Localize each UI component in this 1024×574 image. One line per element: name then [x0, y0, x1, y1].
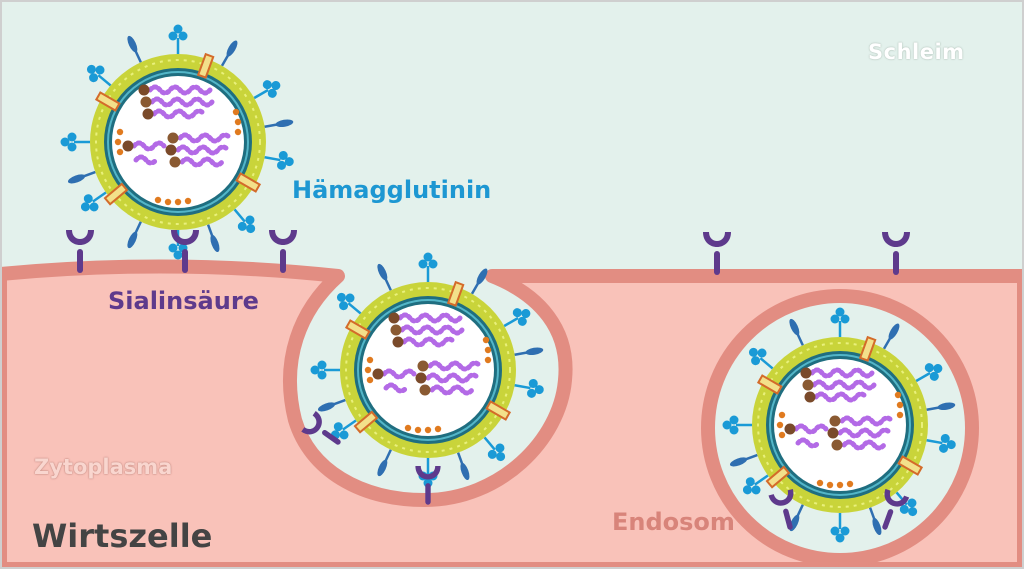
mucus-label: Schleim [868, 40, 965, 64]
hemagglutinin-label: Hämagglutinin [292, 176, 492, 204]
endosome-label: Endosom [612, 508, 735, 536]
sialic-acid-label: Sialinsäure [108, 287, 259, 315]
cytoplasm-label: Zytoplasma [34, 455, 173, 479]
host-cell-label: Wirtszelle [32, 517, 213, 555]
